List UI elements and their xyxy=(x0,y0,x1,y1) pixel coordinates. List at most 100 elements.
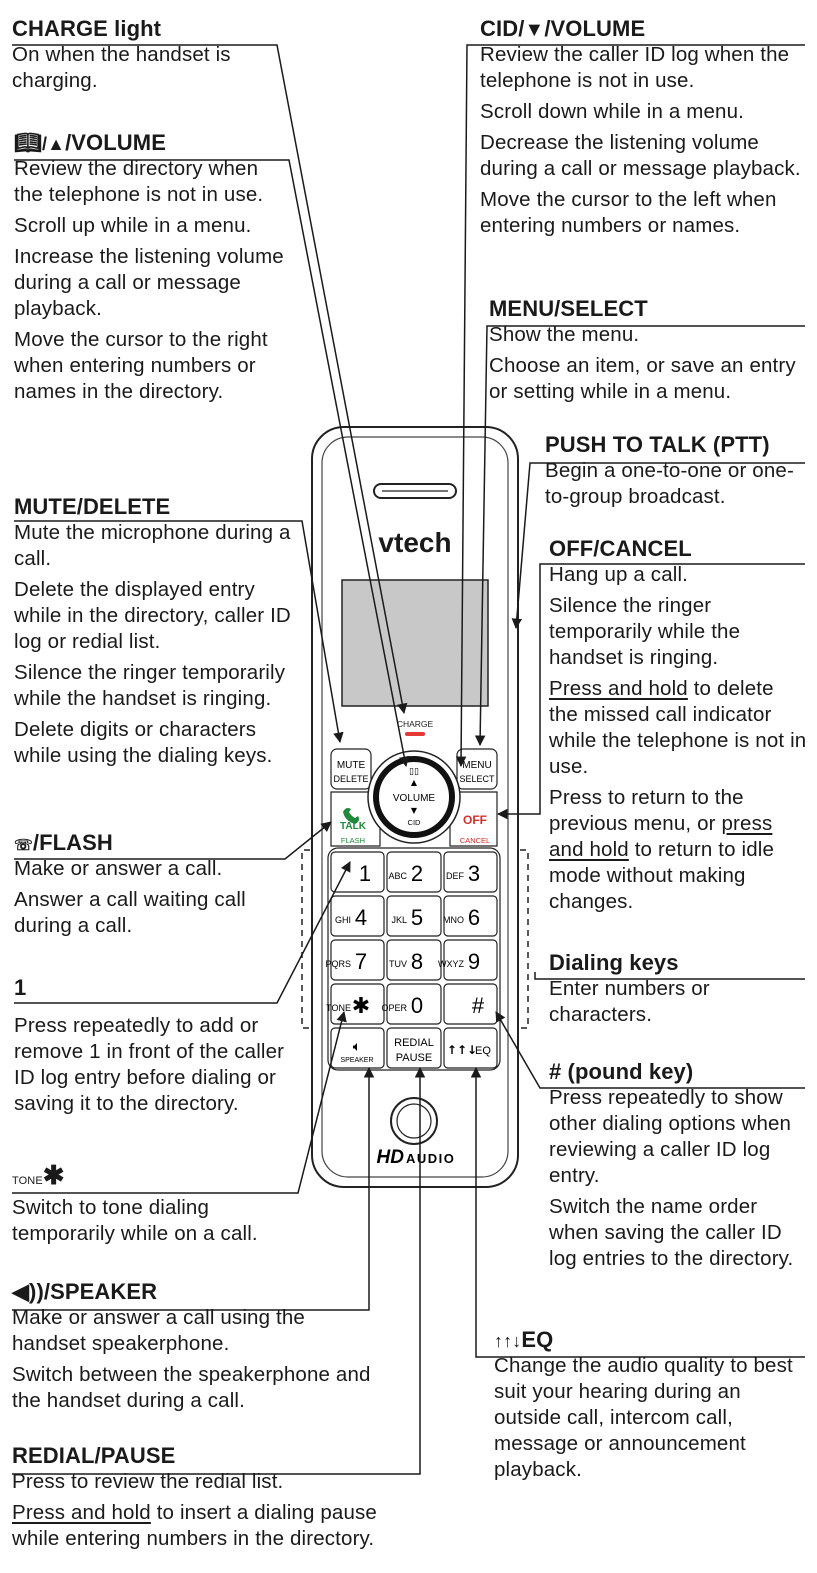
dial-key[interactable] xyxy=(330,895,385,937)
dial-key[interactable] xyxy=(443,851,498,893)
redial-pause-title: REDIAL/PAUSE xyxy=(12,1443,176,1468)
cid-line: Review the caller ID log when the teleph… xyxy=(480,43,790,92)
eq-icon: ↑↑↓ xyxy=(447,1043,477,1057)
dial-key-letters: DEF xyxy=(446,871,465,881)
dial-key-letters: JKL xyxy=(391,915,407,925)
menu-select-key[interactable] xyxy=(456,748,498,790)
speaker-section: ◀))/SPEAKER Make or answer a call using … xyxy=(12,1279,377,1419)
eq-line: Change the audio quality to best suit yo… xyxy=(494,1354,793,1481)
off-line-4: Press to return to the previous menu, or… xyxy=(549,785,807,915)
cid-line: Move the cursor to the left when enterin… xyxy=(480,188,777,237)
mute-line: Delete digits or characters while using … xyxy=(14,718,273,767)
leader-dial xyxy=(534,972,805,980)
cid-title-a: CID/ xyxy=(480,16,525,41)
flash-line: Make or answer a call. xyxy=(14,857,223,880)
key-one-title: 1 xyxy=(14,975,27,1000)
dial-key-letters: OPER xyxy=(381,1003,407,1013)
speaker-description: Make or answer a call using the handset … xyxy=(12,1305,377,1414)
leader-cid xyxy=(455,44,805,768)
dir_up-line: Review the directory when the telephone … xyxy=(14,157,264,206)
hd-logo: HD xyxy=(377,1147,405,1168)
dial-key-letters: TONE xyxy=(326,1003,351,1013)
dial-key-digit: 6 xyxy=(468,905,480,930)
speaker-line: Switch between the speakerphone and the … xyxy=(12,1363,371,1412)
dialing-keys-description: Enter numbers or characters. xyxy=(549,976,807,1028)
eq-key[interactable] xyxy=(443,1027,498,1069)
push-to-talk-description: Begin a one-to-one or one-to-group broad… xyxy=(545,458,807,510)
dial-line: Enter numbers or characters. xyxy=(549,977,710,1026)
dial-key-letters: ABC xyxy=(388,871,407,881)
delete-key-label: DELETE xyxy=(333,774,368,784)
off-press-hold: Press and hold xyxy=(549,677,688,700)
charge-line: On when the handset is charging. xyxy=(12,43,231,92)
pound-line: Switch the name order when saving the ca… xyxy=(549,1195,794,1270)
eq-glyph-icon: ↑↑↓ xyxy=(494,1331,522,1351)
dial-key[interactable] xyxy=(386,851,442,893)
dial-key-digit: 7 xyxy=(355,949,367,974)
dial-key[interactable] xyxy=(443,939,498,981)
ptt-line: Begin a one-to-one or one-to-group broad… xyxy=(545,459,794,508)
tone-line: Switch to tone dialing temporarily while… xyxy=(12,1196,258,1245)
redial-pause-key[interactable] xyxy=(386,1027,442,1069)
leader-pound xyxy=(495,1011,805,1089)
dir_up-line: Move the cursor to the right when enteri… xyxy=(14,328,268,403)
talk-handset-icon xyxy=(343,808,359,824)
eq-section: ↑↑↓EQ Change the audio quality to best s… xyxy=(494,1327,812,1488)
pound-key-section: # (pound key) Press repeatedly to show o… xyxy=(549,1059,807,1277)
display-screen xyxy=(341,579,489,707)
dial-key[interactable] xyxy=(386,895,442,937)
mute-delete-section: MUTE/DELETE Mute the microphone during a… xyxy=(14,494,299,774)
speaker-title: ◀))/SPEAKER xyxy=(12,1279,377,1305)
dial-key[interactable] xyxy=(443,983,498,1025)
home-button[interactable] xyxy=(390,1097,438,1145)
pound-key-description: Press repeatedly to show other dialing o… xyxy=(549,1085,807,1272)
redial-line-2-rest: to insert a dialing pause while entering… xyxy=(12,1501,377,1550)
off-cancel-title: OFF/CANCEL xyxy=(549,536,692,561)
eq-key-label: EQ xyxy=(475,1045,491,1057)
leader-charge xyxy=(12,44,408,715)
mute-key-label: MUTE xyxy=(337,760,366,771)
leader-one xyxy=(14,861,351,1004)
mute-line: Mute the microphone during a call. xyxy=(14,521,291,570)
dial-key-letters: TUV xyxy=(389,959,407,969)
cid-volume-down-section: CID/▼/VOLUME Review the caller ID log wh… xyxy=(480,16,805,244)
mute-line: Silence the ringer temporarily while the… xyxy=(14,661,286,710)
dial-key[interactable] xyxy=(443,895,498,937)
redial-line-1: Press to review the redial list. xyxy=(12,1470,284,1493)
mute-delete-description: Mute the microphone during a call. Delete… xyxy=(14,520,299,769)
leader-tone xyxy=(12,1010,347,1194)
dial-key-digit: 0 xyxy=(411,993,423,1018)
flash-title-text: /FLASH xyxy=(32,830,113,855)
menu-line: Choose an item, or save an entry or sett… xyxy=(489,354,796,403)
directory-volume-up-title: 📖︎/▲/VOLUME xyxy=(14,130,289,156)
dialing-keys-title: Dialing keys xyxy=(549,950,679,975)
dial-key[interactable] xyxy=(330,939,385,981)
charge-label: CHARGE xyxy=(397,719,434,729)
cid-volume-down-description: Review the caller ID log when the teleph… xyxy=(480,42,805,239)
dial-key[interactable] xyxy=(330,851,385,893)
bottom-key-row: 🔈︎ SPEAKER REDIAL PAUSE ↑↑↓ EQ xyxy=(330,1027,498,1069)
charge-light xyxy=(405,732,425,736)
dial-key-letters: GHI xyxy=(335,915,351,925)
off-cancel-key[interactable] xyxy=(449,791,498,847)
redial-press-hold: Press and hold xyxy=(12,1501,151,1524)
redial-line-2: Press and hold to insert a dialing pause… xyxy=(12,1500,417,1552)
dial-key-letters: MNO xyxy=(443,915,464,925)
cid-line: Decrease the listening volume during a c… xyxy=(480,131,801,180)
directory-book-icon: ▯▯ xyxy=(409,767,419,777)
leader-menu xyxy=(474,325,805,747)
mute-delete-key[interactable] xyxy=(330,748,372,790)
pound-key-title: # (pound key) xyxy=(549,1059,694,1084)
cid-title-b: /VOLUME xyxy=(544,16,646,41)
speaker-glyph-icon: ◀)) xyxy=(12,1279,44,1304)
cancel-key-label: CANCEL xyxy=(460,836,490,845)
leader-eq xyxy=(470,1066,805,1358)
down-arrow-icon: ▼ xyxy=(411,806,418,815)
cid-line: Scroll down while in a menu. xyxy=(480,100,744,123)
pound-line: Press repeatedly to show other dialing o… xyxy=(549,1086,792,1187)
speaker-key[interactable] xyxy=(330,1027,385,1069)
charge-light-title: CHARGE light xyxy=(12,16,162,41)
dial-key[interactable] xyxy=(386,983,442,1025)
dial-key[interactable] xyxy=(386,939,442,981)
